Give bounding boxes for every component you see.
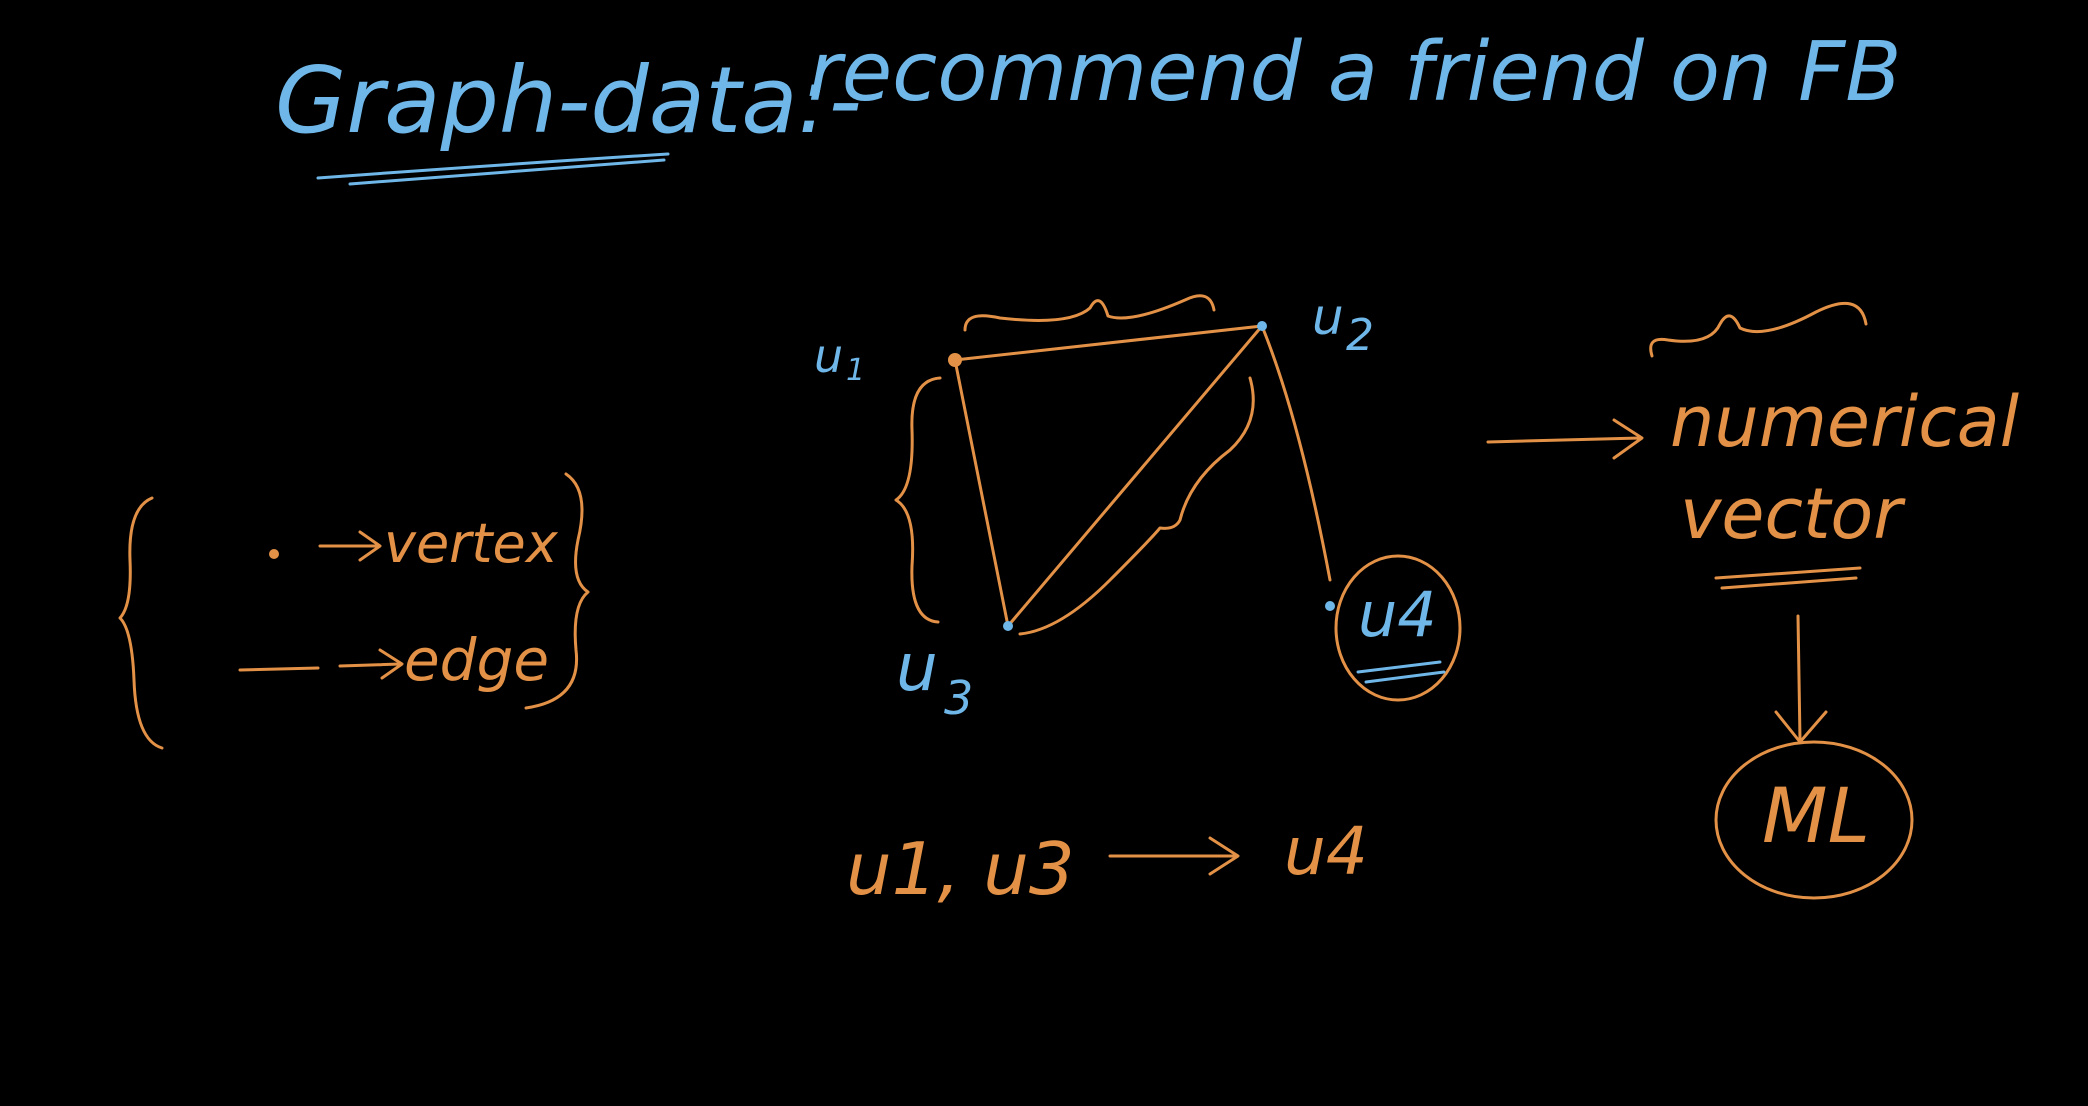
vertex-arrow [318, 530, 382, 562]
title-heading: Graph-data:- [275, 47, 862, 154]
vertex-symbol [269, 549, 279, 559]
title-underline [316, 152, 670, 180]
edge-u1-u3 [953, 358, 1010, 628]
title-group: Graph-data:- recommend a friend on FB [275, 25, 1902, 186]
legend-left-brace [118, 496, 164, 750]
recommendation-to: u4 [1284, 813, 1368, 890]
legend-right-brace [524, 472, 590, 710]
label-u2: u [1312, 288, 1344, 346]
brace-edge-u1-u3 [894, 376, 942, 624]
friend-graph: u 1 u 2 u 3 u4 [814, 288, 1462, 725]
vector-underline [1714, 566, 1862, 580]
label-u3-sub: 3 [944, 671, 973, 725]
vertex-label: vertex [384, 512, 559, 575]
pipeline: numerical vector ML [1486, 302, 2020, 900]
node-u1 [948, 353, 962, 367]
label-u3: u [896, 629, 938, 706]
brace-edge-u1-u2 [963, 294, 1216, 332]
label-u2-sub: 2 [1346, 310, 1374, 361]
u4-underline-2 [1364, 670, 1446, 684]
node-u2 [1257, 321, 1267, 331]
node-u4 [1325, 601, 1335, 611]
label-u4: u4 [1358, 578, 1437, 651]
graph-to-vector-arrow [1486, 418, 1644, 460]
title-subtitle: recommend a friend on FB [808, 25, 1902, 120]
u4-underline [1356, 660, 1442, 674]
vector-label-line2: vector [1680, 473, 1906, 555]
brace-edge-u2-u3 [1018, 376, 1255, 636]
edge-u1-u2 [953, 324, 1264, 362]
ml-circle [1714, 740, 1914, 900]
vector-label-line1: numerical [1670, 381, 2020, 463]
recommendation-from: u1, u3 [846, 827, 1075, 911]
title-underline-2 [348, 158, 666, 186]
vector-underline-2 [1720, 576, 1858, 590]
vector-brace [1649, 302, 1868, 358]
edge-label: edge [404, 626, 549, 694]
edge-u2-u3 [1006, 324, 1264, 628]
edge-u2-u4 [1260, 324, 1332, 582]
recommendation-arrow [1108, 836, 1240, 876]
edge-symbol [238, 666, 320, 672]
node-u3 [1003, 621, 1013, 631]
u4-circle [1334, 554, 1462, 702]
vector-to-ml-arrow [1774, 614, 1828, 744]
edge-arrow [338, 648, 404, 680]
ml-label: ML [1762, 771, 1870, 860]
recommendation: u1, u3 u4 [846, 813, 1368, 911]
label-u1-sub: 1 [846, 353, 865, 388]
legend: vertex edge [118, 472, 590, 750]
label-u1: u [814, 329, 843, 383]
